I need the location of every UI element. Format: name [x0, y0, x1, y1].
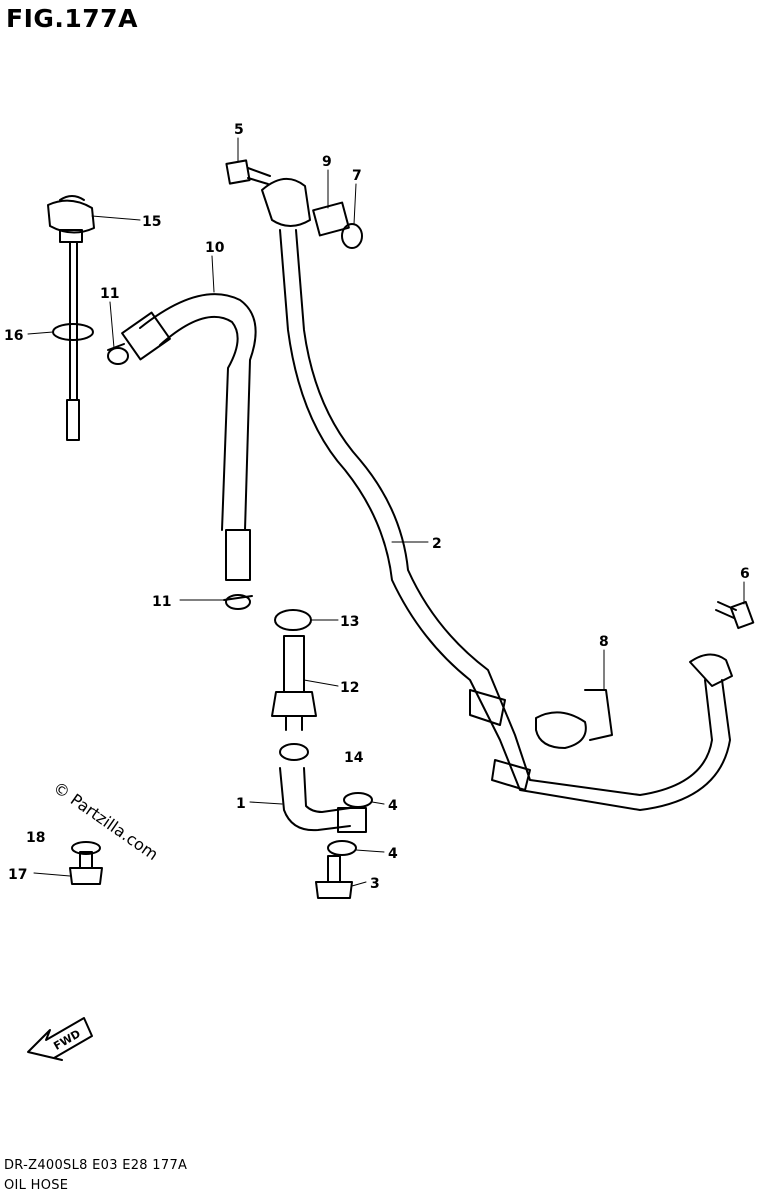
- callout-11-upper: 11: [100, 286, 119, 302]
- gasket-4-lower-part: [327, 840, 357, 856]
- callout-4-lower: 4: [388, 846, 398, 862]
- union-bolt-top-part: [225, 159, 271, 185]
- callout-13: 13: [340, 614, 359, 630]
- drain-bolt-17-part: [69, 851, 103, 885]
- callout-14: 14: [344, 750, 364, 766]
- gasket-13-part: [274, 609, 312, 631]
- callout-11-lower: 11: [152, 594, 171, 610]
- callout-7: 7: [352, 168, 362, 184]
- callout-4-upper: 4: [388, 798, 398, 814]
- oil-hose-union-top-part: [261, 178, 311, 227]
- callout-10: 10: [205, 240, 225, 256]
- union-bolt-3-part: [315, 855, 353, 899]
- callout-6: 6: [740, 566, 750, 582]
- callout-12: 12: [340, 680, 359, 696]
- o-ring-7-part: [341, 223, 363, 249]
- callout-3: 3: [370, 876, 380, 892]
- leader-lines: [27, 137, 745, 887]
- oil-pipe-12-part: [271, 635, 317, 731]
- figure-title: FIG.177A: [6, 4, 138, 33]
- callout-9: 9: [322, 154, 332, 170]
- dipstick-rod-part: [66, 241, 80, 441]
- callout-1: 1: [236, 796, 246, 812]
- callout-8: 8: [599, 634, 609, 650]
- watermark-text: © Partzilla.com: [50, 778, 162, 864]
- callout-15: 15: [142, 214, 161, 230]
- model-code: DR-Z400SL8 E03 E28 177A: [4, 1158, 188, 1173]
- hose-clamp-8-part: [535, 689, 613, 749]
- union-bolt-6-part: [715, 600, 755, 630]
- gasket-4-upper-part: [343, 792, 373, 808]
- hose-clip-lower-part: [223, 594, 253, 610]
- hose-clip-upper-part: [107, 343, 129, 365]
- breather-hose-part: [121, 293, 257, 581]
- elbow-hose-1-part: [279, 767, 367, 833]
- section-name: OIL HOSE: [4, 1178, 69, 1193]
- dipstick-o-ring-part: [52, 323, 94, 341]
- callout-2: 2: [432, 536, 442, 552]
- oil-hose-part: [279, 229, 733, 811]
- clamp-14-part: [279, 743, 309, 761]
- callout-18: 18: [26, 830, 45, 846]
- dipstick-cap-part: [47, 195, 95, 243]
- callout-5: 5: [234, 122, 244, 138]
- drain-gasket-18-part: [71, 841, 101, 855]
- callout-17: 17: [8, 867, 27, 883]
- fwd-arrow-icon: [27, 1017, 93, 1061]
- callout-16: 16: [4, 328, 23, 344]
